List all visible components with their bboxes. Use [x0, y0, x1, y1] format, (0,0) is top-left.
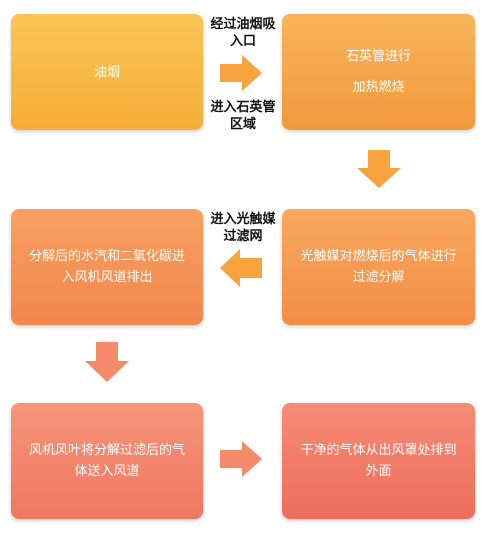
label-enter-quartz: 进入石英管 区域: [203, 99, 283, 133]
label-enter-quartz-line1: 进入石英管: [210, 100, 276, 115]
label-enter-catalyst-line2: 过滤网: [223, 229, 263, 244]
label-enter-intake-line1: 经过油烟吸: [210, 17, 276, 32]
arrow-down-2-icon: [85, 342, 129, 382]
box-fan-duct: 风机风叶将分解过滤后的气体送入风道: [11, 403, 203, 519]
box-catalyst-filter: 光触媒对燃烧后的气体进行过滤分解: [282, 209, 475, 325]
label-enter-catalyst-line1: 进入光触媒: [210, 212, 276, 227]
box-clean-air-out: 干净的气体从出风罩处排到外面: [282, 403, 475, 519]
label-enter-intake: 经过油烟吸 入口: [203, 16, 283, 50]
box-quartz-text-1: 石英管进行: [345, 49, 411, 64]
arrow-right-2-icon: [220, 441, 262, 477]
box-clean-text: 干净的气体从出风罩处排到外面: [300, 443, 457, 479]
arrow-down-1-icon: [357, 150, 401, 188]
box-decompose-exhaust: 分解后的水汽和二氧化碳进入风机风道排出: [11, 209, 203, 325]
label-enter-catalyst: 进入光触媒 过滤网: [203, 211, 283, 245]
arrow-right-1-icon: [220, 55, 262, 91]
label-enter-quartz-line2: 区域: [229, 117, 256, 132]
box-fan-text: 风机风叶将分解过滤后的气体送入风道: [28, 443, 185, 479]
label-enter-intake-line2: 入口: [229, 34, 256, 49]
box-quartz-heating: 石英管进行 加热燃烧: [282, 14, 475, 130]
box-quartz-text-2: 加热燃烧: [352, 80, 405, 95]
box-catalyst-text: 光触媒对燃烧后的气体进行过滤分解: [300, 249, 457, 285]
box-smoke-text: 油烟: [93, 64, 120, 80]
box-smoke: 油烟: [11, 14, 203, 130]
box-decompose-text: 分解后的水汽和二氧化碳进入风机风道排出: [28, 249, 185, 285]
arrow-left-1-icon: [220, 249, 262, 287]
